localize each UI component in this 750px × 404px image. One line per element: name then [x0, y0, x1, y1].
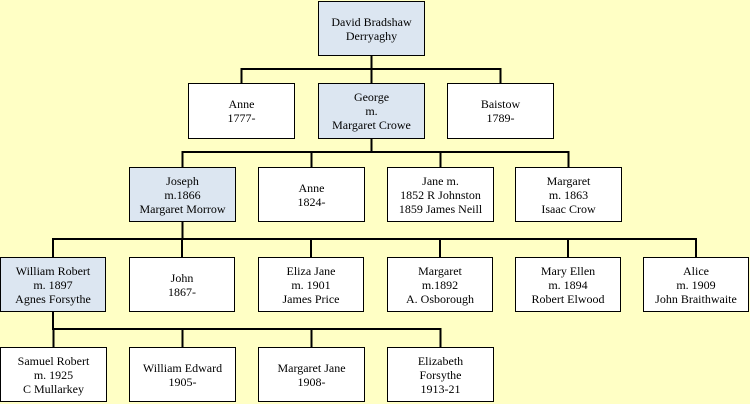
- person-text-line: John: [170, 270, 194, 285]
- person-text-line: Margaret: [546, 173, 591, 188]
- person-text-line: William Edward: [142, 360, 223, 375]
- person-text-line: m. 1897: [33, 277, 73, 292]
- person-text-line: Isaac Crow: [541, 201, 596, 216]
- person-text-line: John Braithwaite: [655, 291, 737, 306]
- person-text-line: m.1892: [421, 277, 459, 292]
- person-text-line: Agnes Forsythe: [15, 291, 91, 306]
- person-text-line: Margaret Crowe: [332, 118, 411, 132]
- person-text-line: Eliza Jane: [286, 263, 336, 278]
- person-text-line: Anne: [298, 180, 325, 195]
- person-text-line: m.: [365, 104, 378, 118]
- person-text-line: Alice: [683, 263, 709, 278]
- person-text-line: m. 1901: [291, 277, 331, 292]
- person-text-line: 1905-: [168, 374, 197, 389]
- person-text-line: Elizabeth: [417, 353, 464, 368]
- person-text-line: David Bradshaw: [331, 14, 412, 29]
- person-text-line: 1789-: [486, 111, 515, 125]
- person-text-line: Margaret Morrow: [139, 201, 226, 216]
- person-text-line: Margaret: [418, 263, 462, 278]
- person-text-line: 1777-: [227, 111, 256, 125]
- person-text-line: Forsythe: [419, 367, 462, 382]
- person-text-line: 1867-: [168, 284, 196, 299]
- person-text-line: Derryaghy: [345, 28, 398, 43]
- person-text-line: Robert Elwood: [531, 291, 605, 306]
- person-text-line: 1852 R Johnston: [400, 187, 481, 202]
- person-text-line: Samuel Robert: [17, 353, 90, 368]
- person-text-line: Anne: [228, 97, 255, 111]
- person-text-line: A. Osborough: [406, 291, 474, 306]
- person-text-line: William Robert: [15, 263, 91, 278]
- person-text-line: James Price: [282, 291, 340, 306]
- person-text-line: 1908-: [297, 374, 326, 389]
- person-text-line: m. 1863: [548, 187, 589, 202]
- person-text-line: 1859 James Neill: [398, 201, 483, 216]
- person-text-line: m. 1909: [676, 277, 716, 292]
- person-text-line: 1824-: [297, 194, 326, 209]
- person-text-line: C Mullarkey: [23, 381, 84, 396]
- person-text-line: m. 1925: [33, 367, 74, 382]
- person-text-line: Jane m.: [422, 173, 459, 188]
- person-text-line: Joseph: [166, 173, 199, 188]
- person-text-line: m. 1894: [548, 277, 588, 292]
- person-text-line: George: [353, 90, 390, 104]
- person-text-line: m.1866: [164, 187, 201, 202]
- person-text-line: Mary Ellen: [540, 263, 596, 278]
- person-text-line: Baistow: [480, 97, 521, 111]
- person-text-line: 1913-21: [420, 381, 461, 396]
- person-text-line: Margaret Jane: [277, 360, 346, 375]
